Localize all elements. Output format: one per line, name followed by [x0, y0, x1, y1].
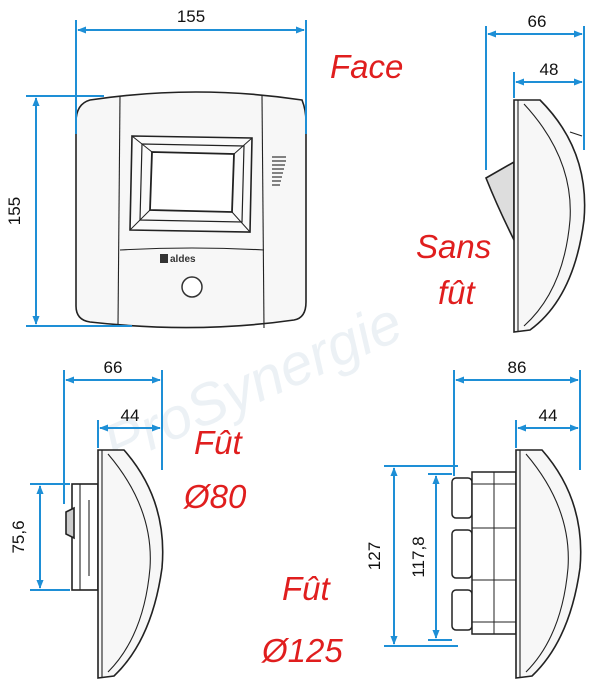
face-view: aldes 155 155 Face	[5, 7, 403, 329]
indicator-bars-icon	[272, 156, 286, 186]
face-width-dimension	[75, 20, 307, 134]
sans-fut-label-line2: fût	[438, 274, 477, 311]
sans-fut-total-depth-dimension	[485, 26, 585, 170]
face-height-label: 155	[5, 197, 24, 225]
sans-fut-body-depth-dimension	[513, 72, 583, 98]
fut125-spigot	[451, 471, 517, 635]
fut80-label-line1: Fût	[194, 424, 244, 461]
brand-logo: aldes	[170, 254, 196, 265]
fut80-view: 66 44 75,6 Fût Ø80	[9, 358, 247, 679]
fut125-inner-height-label: 117,8	[409, 536, 428, 577]
face-width-label: 155	[177, 7, 205, 26]
sans-fut-body-depth-label: 48	[540, 60, 559, 79]
fut125-outer-height-label: 127	[365, 542, 384, 570]
sans-fut-view: 66 48 Sans fût	[416, 12, 586, 333]
brand-logo-mark	[160, 254, 168, 263]
fut125-body-depth-label: 44	[539, 406, 558, 425]
face-height-dimension	[26, 95, 132, 327]
fut125-total-depth-dimension	[453, 370, 581, 476]
fut80-spigot-height-dimension	[30, 483, 70, 591]
fut125-inner-height-dimension	[428, 473, 452, 641]
face-label: Face	[330, 48, 403, 85]
fut125-label-line1: Fût	[282, 570, 332, 607]
fut80-label-line2: Ø80	[183, 478, 247, 515]
fut80-body	[65, 449, 164, 679]
fut80-body-depth-label: 44	[121, 406, 140, 425]
display-window	[129, 135, 253, 233]
fut125-total-depth-label: 86	[508, 358, 527, 377]
sans-fut-label-line1: Sans	[416, 228, 491, 265]
fut125-view: 86 44 127 117,8 Fût Ø125	[261, 358, 582, 679]
fut80-total-depth-label: 66	[104, 358, 123, 377]
fut80-body-depth-dimension	[97, 420, 161, 448]
sans-fut-total-depth-label: 66	[528, 12, 547, 31]
fut125-outer-height-dimension	[384, 465, 458, 647]
fut125-body	[515, 449, 582, 679]
fut80-spigot-height-label: 75,6	[9, 520, 28, 553]
push-button	[181, 276, 203, 298]
fut125-body-depth-dimension	[515, 420, 579, 448]
sans-fut-body	[484, 99, 586, 333]
fut80-total-depth-dimension	[63, 370, 163, 504]
fut125-label-line2: Ø125	[261, 632, 343, 669]
